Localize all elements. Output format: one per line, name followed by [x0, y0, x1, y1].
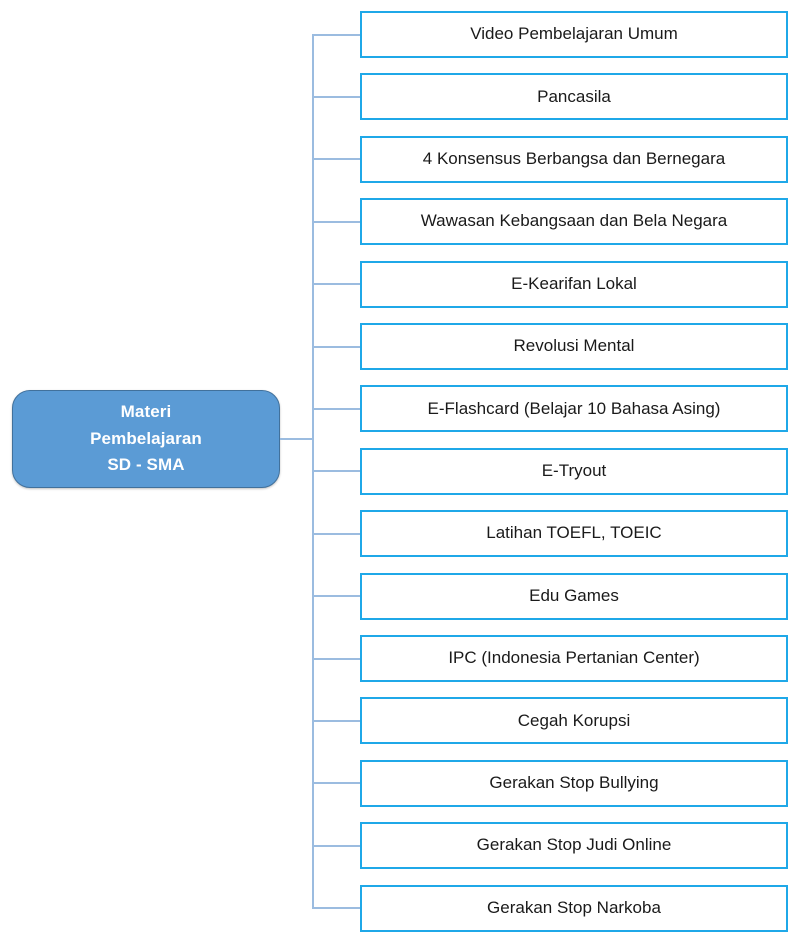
connector-stub [312, 719, 360, 722]
connector-stub [312, 345, 360, 348]
leaf-node[interactable]: E-Flashcard (Belajar 10 Bahasa Asing) [360, 385, 788, 433]
leaf-node-label: Gerakan Stop Judi Online [476, 835, 672, 855]
leaf-node-label: E-Kearifan Lokal [511, 273, 637, 293]
leaf-node-label: Pancasila [537, 86, 611, 106]
leaf-node[interactable]: Revolusi Mental [360, 323, 788, 370]
leaf-node[interactable]: IPC (Indonesia Pertanian Center) [360, 635, 788, 682]
leaf-node-label: E-Tryout [541, 461, 607, 481]
root-node[interactable]: Materi Pembelajaran SD - SMA [12, 390, 280, 488]
connector-root [280, 438, 314, 440]
leaf-node[interactable]: E-Tryout [360, 447, 788, 495]
leaf-node[interactable]: Pancasila [360, 73, 788, 121]
leaf-node-label: Latihan TOEFL, TOEIC [486, 523, 662, 543]
connector-stub [312, 158, 360, 161]
connector-stub [312, 782, 360, 785]
leaf-node[interactable]: Video Pembelajaran Umum [360, 11, 788, 58]
connector-stub [312, 33, 360, 36]
leaf-node[interactable]: Edu Games [360, 572, 788, 620]
leaf-node-label: Cegah Korupsi [517, 710, 631, 730]
leaf-node[interactable]: E-Kearifan Lokal [360, 260, 788, 308]
leaf-node[interactable]: Gerakan Stop Bullying [360, 759, 788, 807]
leaf-node[interactable]: Gerakan Stop Judi Online [360, 822, 788, 870]
leaf-node-label: Revolusi Mental [513, 336, 635, 356]
leaf-node-label: Video Pembelajaran Umum [470, 24, 678, 44]
connector-stub [312, 657, 360, 660]
connector-stub [312, 470, 360, 473]
connector-stub [312, 532, 360, 535]
leaf-node[interactable]: Cegah Korupsi [360, 697, 788, 745]
leaf-node-label: Wawasan Kebangsaan dan Bela Negara [420, 211, 728, 231]
leaf-node[interactable]: Wawasan Kebangsaan dan Bela Negara [360, 198, 788, 246]
leaf-node-label: Edu Games [529, 585, 619, 605]
connector-stub [312, 844, 360, 847]
connector-stub [312, 907, 360, 910]
leaf-node-label: Gerakan Stop Bullying [489, 773, 659, 793]
connector-trunk [312, 33, 314, 910]
connector-stub [312, 95, 360, 98]
connector-stub [312, 220, 360, 223]
connector-stub [312, 283, 360, 286]
leaf-node[interactable]: Latihan TOEFL, TOEIC [360, 510, 788, 558]
leaf-node[interactable]: Gerakan Stop Narkoba [360, 884, 788, 932]
root-node-label: Materi Pembelajaran SD - SMA [90, 401, 202, 475]
leaf-node[interactable]: 4 Konsensus Berbangsa dan Bernegara [360, 135, 788, 183]
leaf-node-label: Gerakan Stop Narkoba [487, 897, 661, 917]
leaf-node-label: E-Flashcard (Belajar 10 Bahasa Asing) [427, 398, 721, 418]
connector-stub [312, 595, 360, 598]
leaf-node-label: 4 Konsensus Berbangsa dan Bernegara [422, 149, 726, 169]
leaf-node-label: IPC (Indonesia Pertanian Center) [448, 648, 700, 668]
connector-stub [312, 407, 360, 410]
